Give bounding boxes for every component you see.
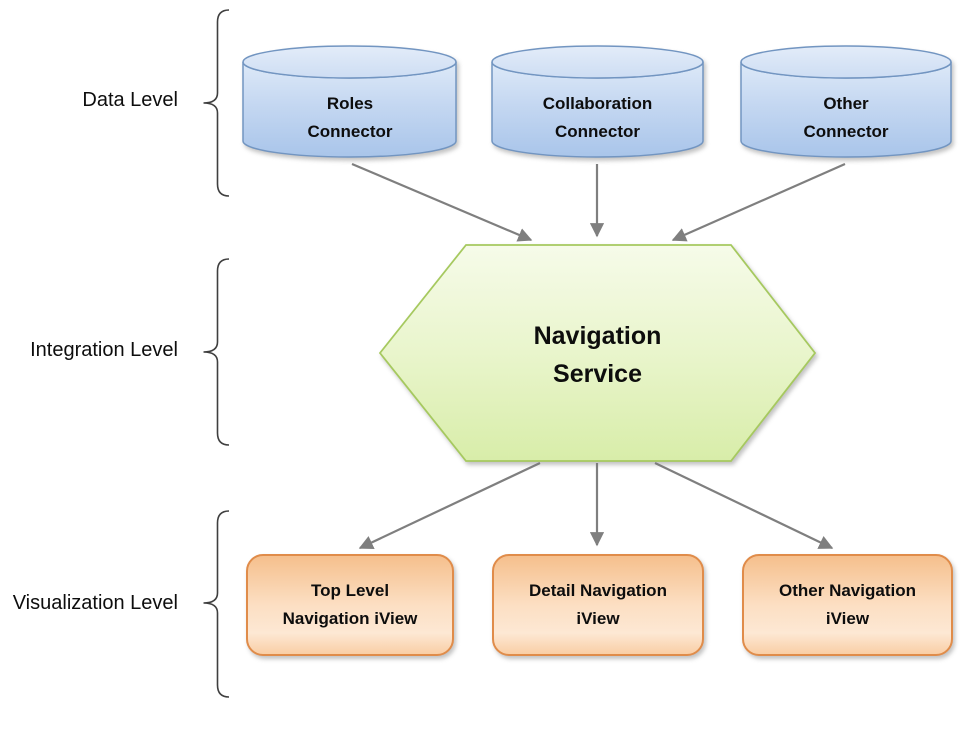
label-data-level: Data Level	[0, 88, 178, 112]
top-level-iview-line2: Navigation iView	[282, 609, 418, 628]
other-iview-line1: Other Navigation	[779, 581, 916, 600]
label-visualization-level: Visualization Level	[0, 591, 178, 615]
cylinder-roles-connector	[242, 45, 457, 158]
label-roles-connector: Roles Connector	[245, 90, 455, 146]
arrow-service-to-other-iview	[654, 462, 834, 549]
bracket-integration-level	[203, 258, 230, 446]
navigation-service-line2: Service	[553, 360, 642, 388]
top-level-iview-line1: Top Level	[310, 581, 390, 600]
arrow-service-to-top-level-iview	[358, 462, 541, 549]
cylinder-collaboration-connector	[491, 45, 704, 158]
integration-level-text: Integration Level	[30, 339, 178, 361]
bracket-visualization-level	[203, 510, 230, 698]
label-other-connector: Other Connector	[741, 90, 951, 146]
collaboration-connector-line1: Collaboration	[542, 94, 653, 113]
label-navigation-service: Navigation Service	[450, 317, 745, 393]
label-top-level-navigation-iview: Top Level Navigation iView	[247, 577, 453, 633]
detail-iview-line1: Detail Navigation	[529, 581, 667, 600]
data-level-text: Data Level	[82, 89, 178, 111]
label-integration-level: Integration Level	[0, 338, 178, 362]
other-connector-line2: Connector	[803, 122, 889, 141]
roles-connector-line1: Roles	[326, 94, 374, 113]
arrow-other-to-service	[671, 162, 846, 242]
collaboration-connector-line2: Connector	[555, 122, 640, 141]
navigation-service-line1: Navigation	[533, 322, 662, 350]
roles-connector-line2: Connector	[307, 122, 393, 141]
box-detail-navigation-iview	[492, 554, 704, 656]
other-connector-line1: Other	[823, 94, 869, 113]
bracket-data-level	[203, 9, 230, 197]
hexagon-navigation-service	[378, 244, 817, 462]
visualization-level-text: Visualization Level	[12, 592, 178, 614]
box-top-level-navigation-iview	[246, 554, 454, 656]
label-other-navigation-iview: Other Navigation iView	[743, 577, 952, 633]
label-detail-navigation-iview: Detail Navigation iView	[493, 577, 703, 633]
detail-iview-line2: iView	[576, 609, 620, 628]
other-iview-line2: iView	[825, 609, 870, 628]
label-collaboration-connector: Collaboration Connector	[492, 90, 703, 146]
arrow-roles-to-service	[351, 162, 533, 242]
box-other-navigation-iview	[742, 554, 953, 656]
cylinder-other-connector	[740, 45, 952, 158]
